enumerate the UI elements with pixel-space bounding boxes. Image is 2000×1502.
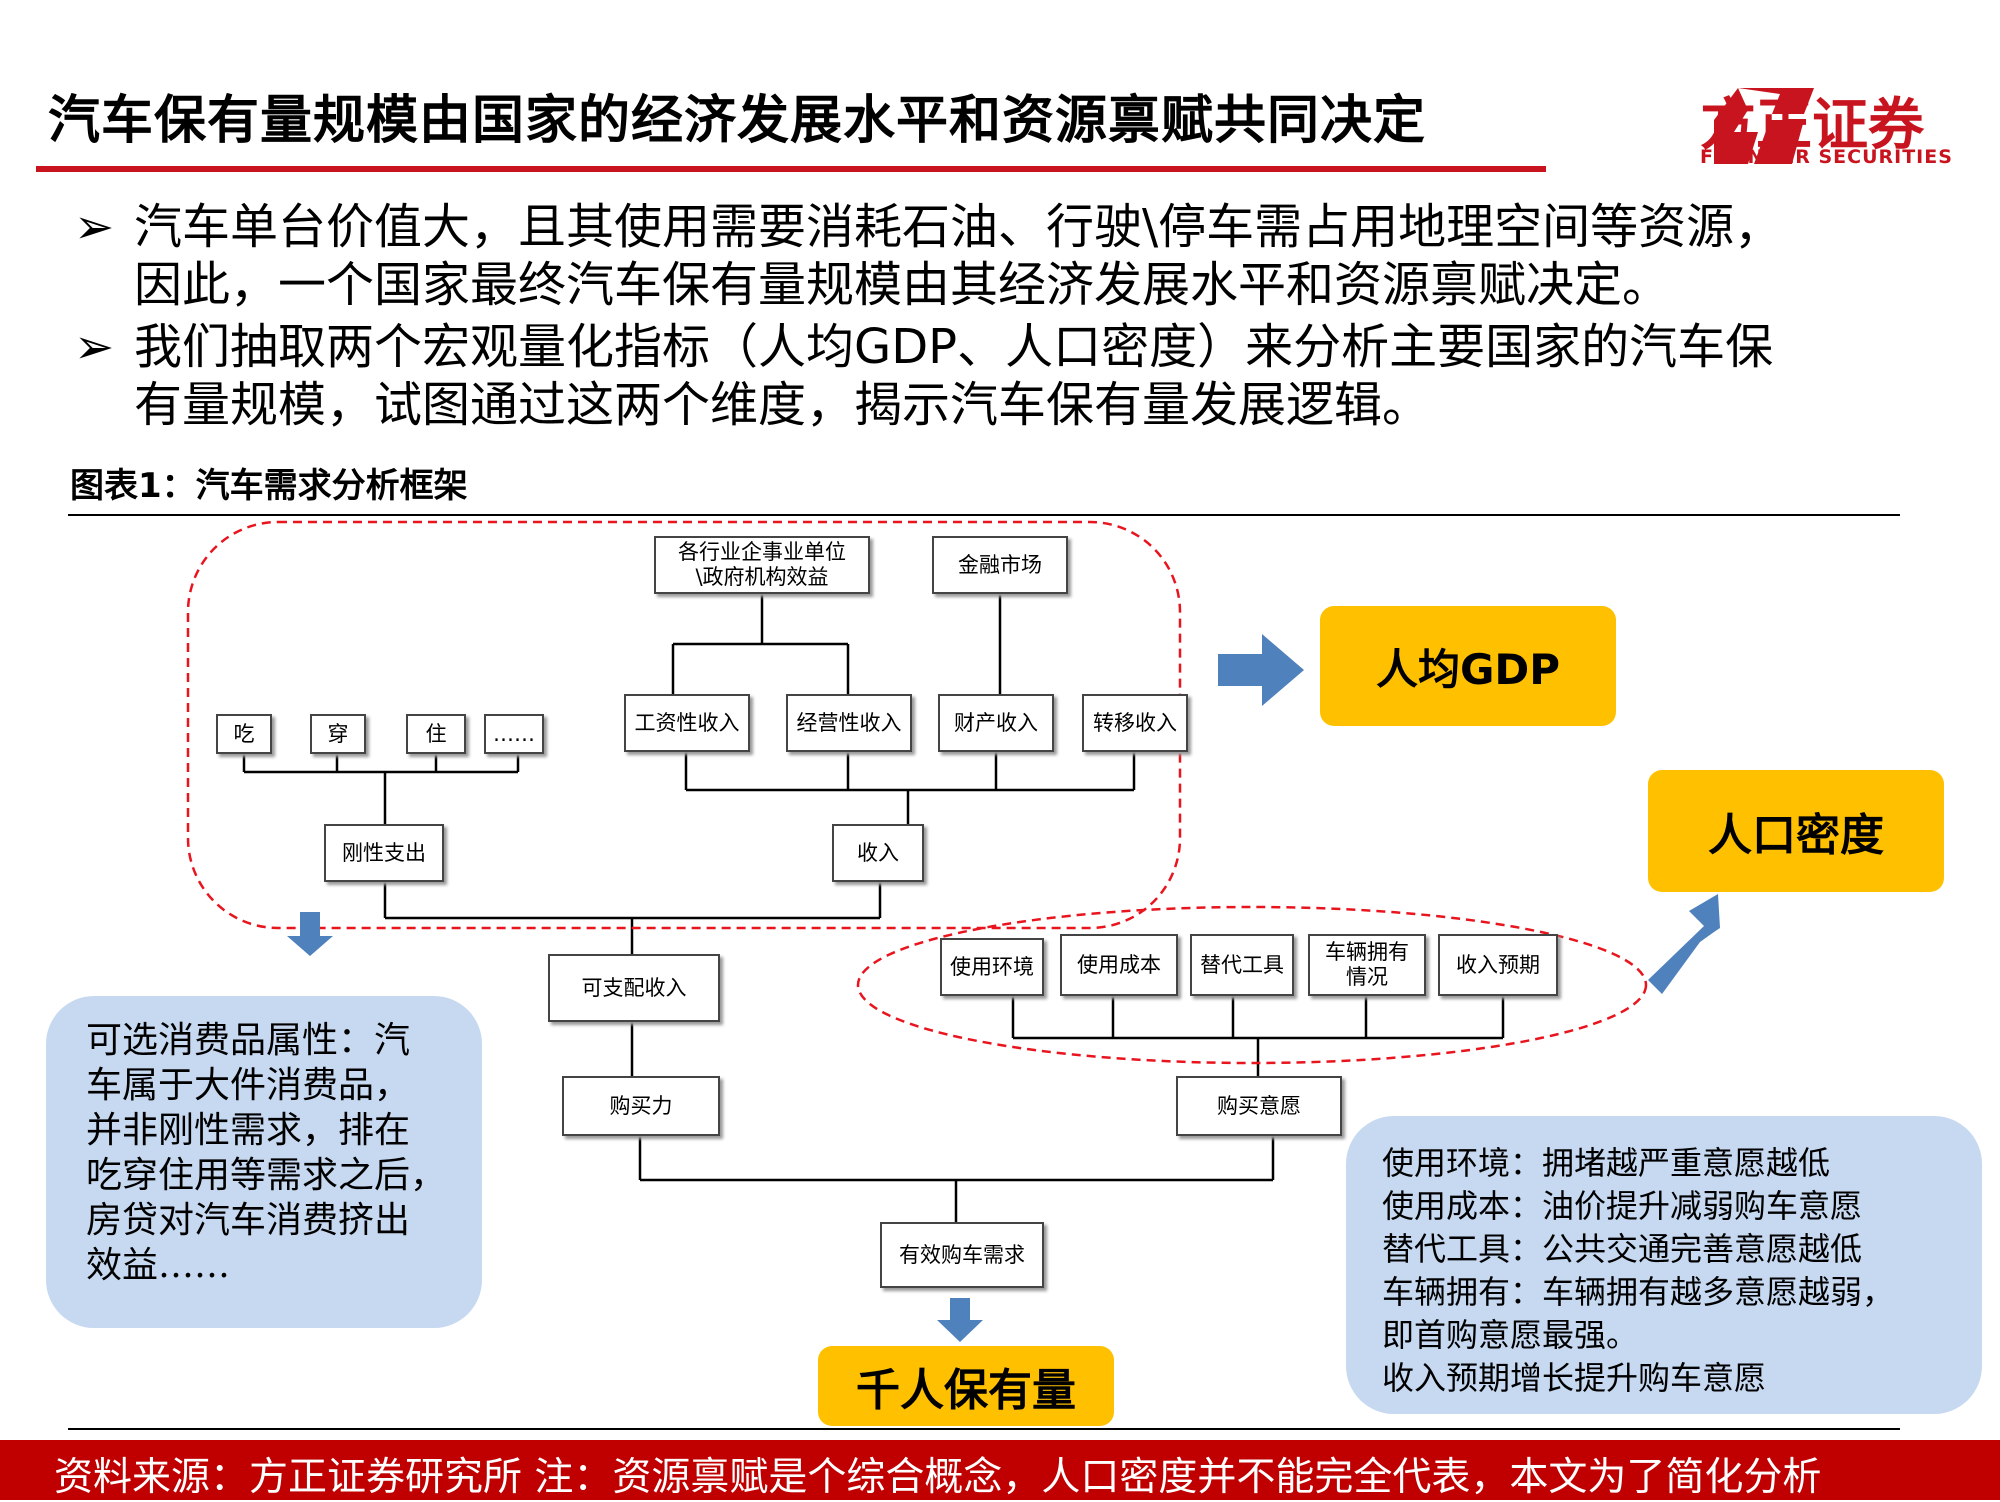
footer-bar [0,1440,2000,1500]
node-rigid-expense: 刚性支出 [324,824,444,882]
note-willingness-factors: 使用环境：拥堵越严重意愿越低 使用成本：油价提升减弱购车意愿 替代工具：公共交通… [1346,1116,1982,1414]
node-income: 收入 [832,824,924,882]
note-right-line: 收入预期增长提升购车意愿 [1382,1359,1767,1397]
node-purchasing-power: 购买力 [562,1076,720,1136]
node-alternative-tools: 替代工具 [1190,934,1294,996]
node-zhu: 住 [406,714,466,754]
node-chuan: 穿 [310,714,366,754]
note-left-line: 并非刚性需求，排在 [86,1110,411,1151]
note-right-line: 替代工具：公共交通完善意愿越低 [1382,1230,1863,1268]
node-wage-income: 工资性收入 [624,694,750,752]
node-finance: 金融市场 [932,536,1068,594]
note-right-line: 使用成本：油价提升减弱购车意愿 [1382,1187,1863,1225]
figure-caption: 图表1：汽车需求分析框架 [70,466,468,506]
note-right-line: 车辆拥有：车辆拥有越多意愿越弱， [1382,1273,1895,1311]
bullet-1-line-2: 因此，一个国家最终汽车保有量规模由其经济发展水平和资源禀赋决定。 [134,257,1671,313]
bullet-2-line-2: 有量规模，试图通过这两个维度，揭示汽车保有量发展逻辑。 [134,377,1431,433]
note-left-line: 可选消费品属性：汽 [86,1020,411,1061]
highlight-population-density: 人口密度 [1648,770,1944,892]
node-usage-environment: 使用环境 [940,938,1044,996]
highlight-vehicles-per-thousand: 千人保有量 [818,1346,1114,1426]
node-disposable-income: 可支配收入 [548,954,720,1022]
node-usage-cost: 使用成本 [1060,934,1178,996]
node-etc: …… [484,714,544,754]
node-enterprise: 各行业企事业单位 \政府机构效益 [654,536,870,594]
node-property-income: 财产收入 [938,694,1054,752]
title-underline [36,166,1546,172]
density-factor-group [856,905,1648,1065]
node-effective-demand: 有效购车需求 [880,1222,1044,1288]
bullet-2-line-1: 我们抽取两个宏观量化指标（人均GDP、人口密度）来分析主要国家的汽车保 [134,319,1774,375]
node-purchase-willingness: 购买意愿 [1176,1076,1342,1136]
node-enterprise-line-2: \政府机构效益 [695,565,829,589]
logo-name-en: FOUNDER SECURITIES [1700,146,1953,168]
node-enterprise-line-1: 各行业企事业单位 [678,540,846,564]
note-optional-consumption: 可选消费品属性：汽 车属于大件消费品， 并非刚性需求，排在 吃穿住用等需求之后，… [46,996,482,1328]
bullet-1-line-1: 汽车单台价值大，且其使用需要消耗石油、行驶\停车需占用地理空间等资源， [134,199,1783,255]
logo-name: 方正证券 [1700,93,1924,158]
note-right-line: 使用环境：拥堵越严重意愿越低 [1382,1144,1831,1182]
figure-bottom-rule [68,1428,1900,1430]
footer-source-note: 资料来源：方正证券研究所 注：资源禀赋是个综合概念，人口密度并不能完全代表，本文… [54,1455,1822,1500]
note-left-line: 吃穿住用等需求之后， [86,1155,447,1196]
bullet-marker: ➢ [74,199,115,255]
page-title: 汽车保有量规模由国家的经济发展水平和资源禀赋共同决定 [48,91,1427,151]
note-left-line: 房贷对汽车消费挤出 [86,1200,411,1241]
founder-logo-icon [1714,88,1814,164]
node-income-expectation: 收入预期 [1438,934,1558,996]
figure-top-rule [68,514,1900,516]
note-right-line: 即首购意愿最强。 [1382,1316,1639,1354]
node-vehicle-ownership-line-2: 情况 [1346,965,1388,989]
node-business-income: 经营性收入 [786,694,912,752]
highlight-gdp-per-capita: 人均GDP [1320,606,1616,726]
node-chi: 吃 [216,714,272,754]
node-transfer-income: 转移收入 [1082,694,1188,752]
node-vehicle-ownership: 车辆拥有 情况 [1308,934,1426,996]
note-left-line: 效益…… [86,1245,231,1286]
bullet-marker: ➢ [74,319,115,375]
note-left-line: 车属于大件消费品， [86,1065,411,1106]
node-vehicle-ownership-line-1: 车辆拥有 [1325,940,1409,964]
